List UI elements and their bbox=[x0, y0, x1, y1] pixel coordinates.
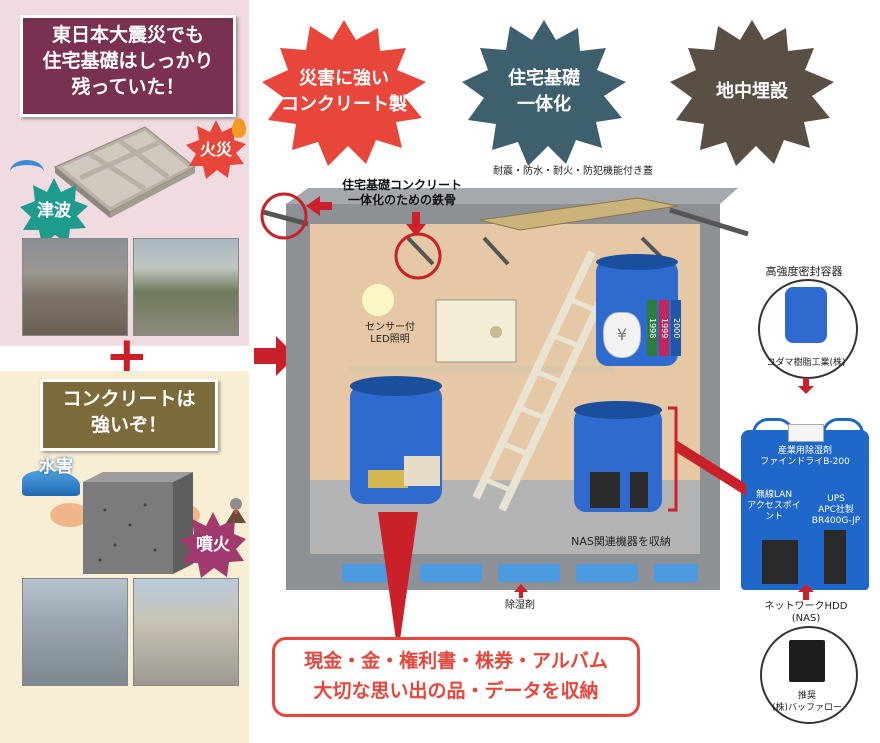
eruption-label: 噴火 bbox=[196, 535, 230, 555]
nas-device bbox=[762, 540, 798, 584]
feature-label-3-line-1: 地中埋設 bbox=[716, 81, 788, 102]
led-label: センサー付 LED照明 bbox=[355, 322, 425, 346]
feature-burst-3 bbox=[670, 20, 834, 166]
container-title: 高強度密封容器 bbox=[765, 265, 843, 278]
concrete-banner: コンクリートは 強いぞ！ bbox=[40, 379, 218, 451]
disaster-photo-2 bbox=[133, 238, 239, 336]
tsunami-burst bbox=[20, 178, 88, 245]
dryer-label-line-1: 産業用除湿剤 bbox=[777, 446, 832, 456]
red-right-arrow bbox=[254, 336, 296, 376]
concrete-blocks-photo bbox=[133, 578, 239, 686]
desiccant-label: 除湿剤 bbox=[505, 600, 535, 611]
feature-label-1-line-1: 災害に強い bbox=[299, 68, 389, 89]
nas-connector bbox=[676, 440, 746, 496]
feature-label-1: 災害に強い コンクリート製 bbox=[258, 66, 430, 118]
concrete-banner-line-1: コンクリートは bbox=[62, 388, 196, 410]
led-label-line-1: センサー付 bbox=[365, 322, 415, 333]
feature-label-2: 住宅基礎 一体化 bbox=[458, 66, 630, 118]
feature-label-1-line-2: コンクリート製 bbox=[281, 94, 407, 115]
concrete-structure-photo bbox=[22, 578, 128, 686]
wave-icon bbox=[10, 160, 44, 183]
feature-label-2-line-1: 住宅基礎 bbox=[508, 68, 580, 89]
storage-callout-line-2: 大切な思い出の品・データを収納 bbox=[313, 680, 599, 702]
container-maker: コダマ樹脂工業(株) bbox=[766, 358, 846, 368]
tsunami-label: 津波 bbox=[37, 201, 71, 221]
storage-pointer bbox=[378, 512, 418, 640]
fire-icon bbox=[232, 118, 246, 138]
rebar-label: 住宅基礎コンクリート 一体化のための鉄骨 bbox=[322, 178, 482, 208]
nas-image bbox=[789, 640, 825, 682]
container-down-arrow bbox=[798, 378, 814, 394]
money-bag: ¥ bbox=[603, 312, 641, 358]
disaster-photo-1 bbox=[22, 238, 128, 336]
feature-label-2-line-2: 一体化 bbox=[517, 94, 571, 115]
ups-label-line-2: APC社製 bbox=[818, 505, 854, 515]
led-label-line-2: LED照明 bbox=[370, 334, 410, 345]
book-2: 1999 bbox=[659, 300, 669, 356]
recommend-label-line-1: 推奨 bbox=[797, 691, 816, 701]
dryer-label-line-2: ファインドライB-200 bbox=[760, 457, 850, 467]
house-foundation-illustration bbox=[54, 126, 196, 218]
nas-storage-label: NAS関連機器を収納 bbox=[571, 535, 671, 548]
bag-label-tag bbox=[788, 424, 824, 442]
lan-label-line-2: アクセスポイント bbox=[747, 501, 801, 522]
rebar-label-line-1: 住宅基礎コンクリート bbox=[341, 178, 462, 192]
bag-handle-right bbox=[822, 418, 864, 441]
recommend-label-line-2: (株)バッファロー bbox=[771, 703, 843, 713]
storage-callout-line-1: 現金・金・権利書・株券・アルバム bbox=[304, 650, 608, 672]
rebar-arrow-down bbox=[406, 212, 426, 236]
ups-label-line-3: BR400G-JP bbox=[811, 516, 861, 526]
rebar-label-line-2: 一体化のための鉄骨 bbox=[347, 193, 456, 207]
rebar-arrow-left bbox=[306, 196, 332, 216]
eruption-burst bbox=[180, 512, 246, 578]
feature-burst-2 bbox=[462, 20, 626, 166]
concrete-banner-line-2: 強いぞ！ bbox=[90, 414, 167, 436]
flood-wave-icon bbox=[22, 470, 80, 496]
ups-label-line-1: UPS bbox=[827, 494, 845, 504]
hdd-label: ネットワークHDD (NAS) bbox=[744, 601, 868, 625]
hdd-label-line-1: ネットワークHDD bbox=[764, 601, 848, 612]
hdd-up-arrow bbox=[798, 584, 814, 600]
lan-label-line-1: 無線LAN bbox=[755, 490, 793, 500]
ups-label: UPS APC社製 BR400G-JP bbox=[806, 494, 866, 527]
feature-label-3: 地中埋設 bbox=[666, 79, 838, 105]
book-3: 2000 bbox=[671, 300, 681, 356]
recommend-label: 推奨 (株)バッファロー bbox=[756, 690, 858, 714]
flood-label: 水害 bbox=[39, 457, 73, 477]
blue-container-image bbox=[785, 287, 827, 343]
hdd-label-line-2: (NAS) bbox=[791, 613, 821, 624]
dryer-label: 産業用除湿剤 ファインドライB-200 bbox=[744, 446, 866, 468]
fire-label: 火災 bbox=[199, 140, 232, 159]
volcano-icon bbox=[226, 498, 246, 523]
lid-label: 耐震・防水・耐火・防犯機能付き蓋 bbox=[493, 166, 653, 177]
lan-label: 無線LAN アクセスポイント bbox=[744, 490, 804, 523]
earthquake-banner-line-2: 住宅基礎はしっかり bbox=[42, 50, 214, 72]
book-1: 1998 bbox=[647, 300, 657, 356]
earthquake-banner-line-1: 東日本大震災でも bbox=[51, 24, 204, 46]
storage-box-diagram bbox=[260, 188, 749, 590]
earthquake-banner-line-3: 残っていた！ bbox=[71, 76, 185, 98]
fire-burst bbox=[186, 120, 246, 179]
ups-device bbox=[824, 530, 846, 584]
strong-concrete-block bbox=[50, 472, 200, 574]
earthquake-banner: 東日本大震災でも 住宅基礎はしっかり 残っていた！ bbox=[20, 15, 236, 117]
storage-callout: 現金・金・権利書・株券・アルバム 大切な思い出の品・データを収納 bbox=[272, 637, 640, 717]
desiccant-arrow bbox=[514, 584, 528, 598]
feature-burst-1 bbox=[262, 20, 426, 166]
